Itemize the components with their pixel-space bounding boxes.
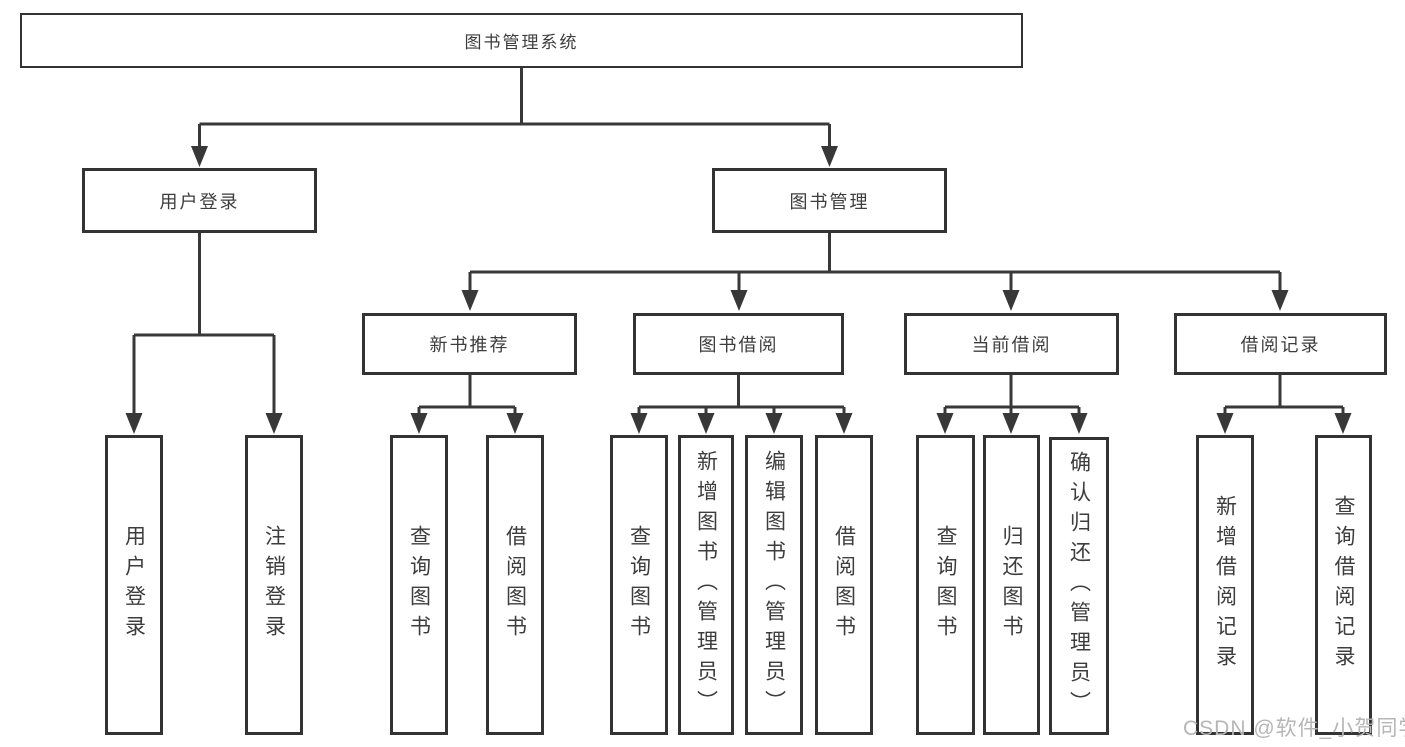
node-borrow-records: 借阅记录 bbox=[1174, 313, 1387, 375]
connector-book-mgmt-subtree bbox=[468, 233, 1282, 293]
connector-user-login-subtree bbox=[132, 233, 276, 416]
node-new-book-rec: 新书推荐 bbox=[362, 313, 577, 375]
node-leaf-add-record: 新增借阅记录 bbox=[1196, 435, 1254, 735]
node-leaf-return-book: 归还图书 bbox=[983, 435, 1040, 735]
node-leaf-borrow-book-1: 借阅图书 bbox=[486, 435, 544, 735]
node-current-borrow: 当前借阅 bbox=[904, 313, 1119, 375]
node-leaf-borrow-book-2: 借阅图书 bbox=[815, 435, 873, 735]
node-book-mgmt: 图书管理 bbox=[712, 168, 947, 233]
node-user-login: 用户登录 bbox=[82, 168, 317, 233]
connector-new-book-rec-subtree bbox=[417, 375, 517, 416]
csdn-watermark: CSDN @软件_小贺同学 bbox=[1183, 717, 1405, 740]
node-leaf-query-book-2: 查询图书 bbox=[610, 435, 668, 735]
node-leaf-query-book-3: 查询图书 bbox=[916, 435, 975, 735]
node-leaf-user-login: 用户登录 bbox=[105, 435, 163, 735]
node-leaf-add-book: 新增图书（管理员） bbox=[678, 435, 734, 735]
node-root: 图书管理系统 bbox=[20, 13, 1023, 68]
node-book-borrow: 图书借阅 bbox=[633, 313, 844, 375]
node-leaf-logout: 注销登录 bbox=[245, 435, 303, 735]
connector-current-borrow-subtree bbox=[943, 375, 1081, 416]
node-leaf-confirm-return: 确认归还（管理员） bbox=[1049, 437, 1109, 735]
connector-book-borrow-subtree bbox=[637, 375, 846, 416]
connector-root-to-level2 bbox=[198, 68, 831, 150]
node-leaf-query-book-1: 查询图书 bbox=[390, 435, 448, 735]
node-leaf-edit-book: 编辑图书（管理员） bbox=[745, 435, 803, 735]
connector-borrow-records-subtree bbox=[1223, 375, 1345, 416]
node-leaf-query-record: 查询借阅记录 bbox=[1315, 435, 1372, 735]
